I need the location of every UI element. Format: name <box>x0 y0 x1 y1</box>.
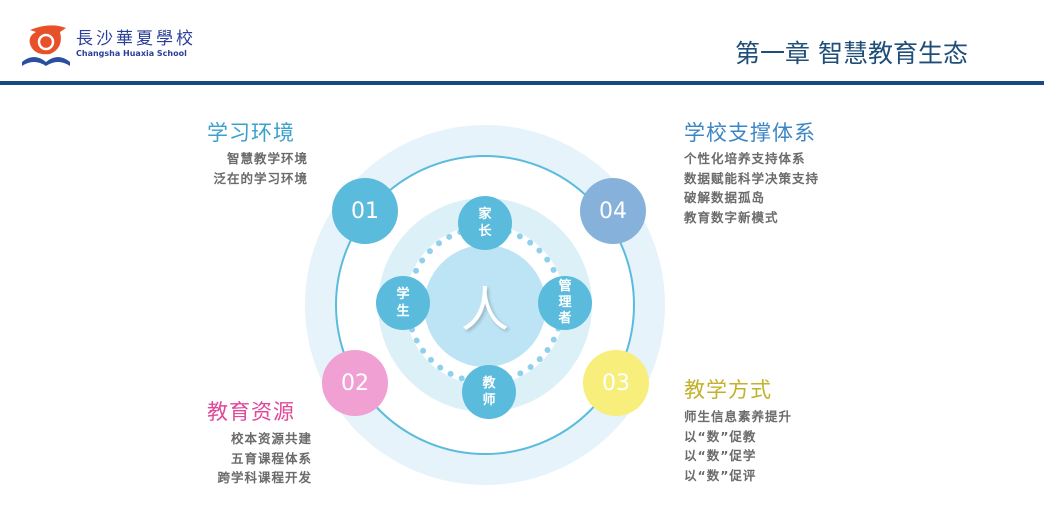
center-disc <box>424 245 546 367</box>
section-items-learning-environment: 智慧教学环境 泛在的学习环境 <box>213 149 308 188</box>
list-item: 以“数”促评 <box>684 467 757 483</box>
number-badge-01: 01 <box>332 178 398 244</box>
role-administrator: 管 理 者 <box>538 276 592 330</box>
section-title-learning-environment: 学习环境 <box>207 121 295 145</box>
list-item: 教育数字新模式 <box>684 209 779 225</box>
list-item: 五育课程体系 <box>230 450 312 466</box>
list-item: 数据赋能科学决策支持 <box>684 170 820 186</box>
center-label: 人 <box>460 282 509 338</box>
list-item: 破解数据孤岛 <box>684 190 766 205</box>
section-items-teaching-methods: 师生信息素养提升 以“数”促教 以“数”促学 以“数”促评 <box>684 407 792 485</box>
role-teacher: 教 师 <box>462 365 516 419</box>
section-items-education-resources: 校本资源共建 五育课程体系 跨学科课程开发 <box>217 429 312 488</box>
page-title: 第一章 智慧教育生态 <box>735 39 968 68</box>
list-item: 校本资源共建 <box>230 431 312 446</box>
school-name-en: Changsha Huaxia School <box>76 49 187 58</box>
list-item: 师生信息素养提升 <box>684 409 793 424</box>
dragon-logo-icon <box>22 25 70 66</box>
header-divider <box>0 81 1044 85</box>
list-item: 跨学科课程开发 <box>217 470 312 485</box>
list-item: 泛在的学习环境 <box>213 170 308 186</box>
section-title-teaching-methods: 教学方式 <box>684 378 772 402</box>
school-name-cn: 長沙華夏學校 <box>76 29 196 49</box>
role-parent: 家 长 <box>458 196 512 250</box>
list-item: 个性化培养支持体系 <box>684 151 806 166</box>
number-badge-04: 04 <box>580 178 646 244</box>
number-badge-02: 02 <box>322 350 388 416</box>
list-item: 以“数”促教 <box>684 428 757 444</box>
list-item: 以“数”促学 <box>684 448 757 463</box>
school-logo: 長沙華夏學校 Changsha Huaxia School <box>20 22 200 68</box>
role-student: 学 生 <box>376 276 430 330</box>
section-items-school-support: 个性化培养支持体系 数据赋能科学决策支持 破解数据孤岛 教育数字新模式 <box>684 149 819 227</box>
list-item: 智慧教学环境 <box>226 151 308 166</box>
section-title-education-resources: 教育资源 <box>207 400 295 424</box>
number-badge-03: 03 <box>583 350 649 416</box>
section-title-school-support: 学校支撑体系 <box>684 121 816 145</box>
